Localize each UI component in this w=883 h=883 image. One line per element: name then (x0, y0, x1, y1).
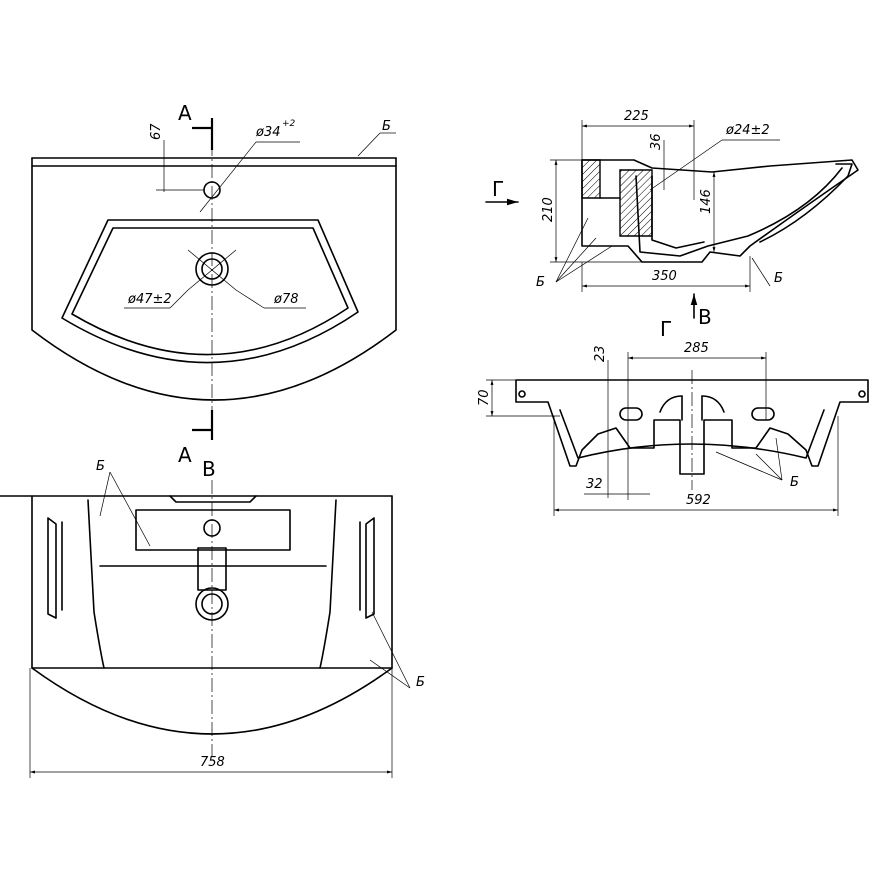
dim-70: 70 (477, 389, 492, 406)
dim-tap-hole: ø34 (255, 125, 281, 140)
dim-depth-225: 225 (624, 109, 649, 124)
dim-overflow: ø24±2 (725, 123, 770, 138)
dim-tap-hole-tol: +2 (282, 119, 296, 129)
top-view: А А 67 ø34 +2 Б ø47±2 ø78 (31, 101, 397, 467)
dim-depth-36: 36 (649, 133, 664, 150)
material-note-bottom-right: Б (416, 675, 425, 690)
dim-height-210: 210 (541, 197, 556, 222)
view-label-g: Г (660, 317, 672, 341)
dim-tap-offset: 67 (149, 123, 164, 140)
dim-drain-hole: ø47±2 (127, 292, 172, 307)
section-label-a-top: А (178, 101, 192, 125)
material-note-top: Б (382, 119, 391, 134)
section-label-a-bottom: А (178, 443, 192, 467)
dim-height-146: 146 (699, 189, 714, 214)
view-label-v: В (202, 457, 216, 481)
front-view: Г 285 23 70 32 592 Б (477, 317, 869, 516)
dim-592: 592 (686, 493, 711, 508)
dim-23: 23 (593, 345, 608, 362)
arrow-label-v: В (698, 305, 712, 329)
mounting-slot-right (751, 407, 775, 421)
bottom-view: В Б Б 758 (0, 457, 425, 778)
mounting-slot-left (619, 407, 643, 421)
dim-285: 285 (684, 341, 709, 356)
material-note-section-right: Б (774, 271, 783, 286)
material-note-section-left: Б (536, 275, 545, 290)
arrow-label-g: Г (492, 177, 504, 201)
material-note-front: Б (790, 475, 799, 490)
section-view: 225 36 ø24±2 210 146 350 Г В Б Б (485, 109, 859, 329)
material-note-bottom-left: Б (96, 459, 105, 474)
dim-width-350: 350 (652, 269, 677, 284)
dim-32: 32 (586, 477, 603, 492)
dim-width-758: 758 (200, 755, 225, 770)
dim-drain-outer: ø78 (273, 292, 299, 307)
